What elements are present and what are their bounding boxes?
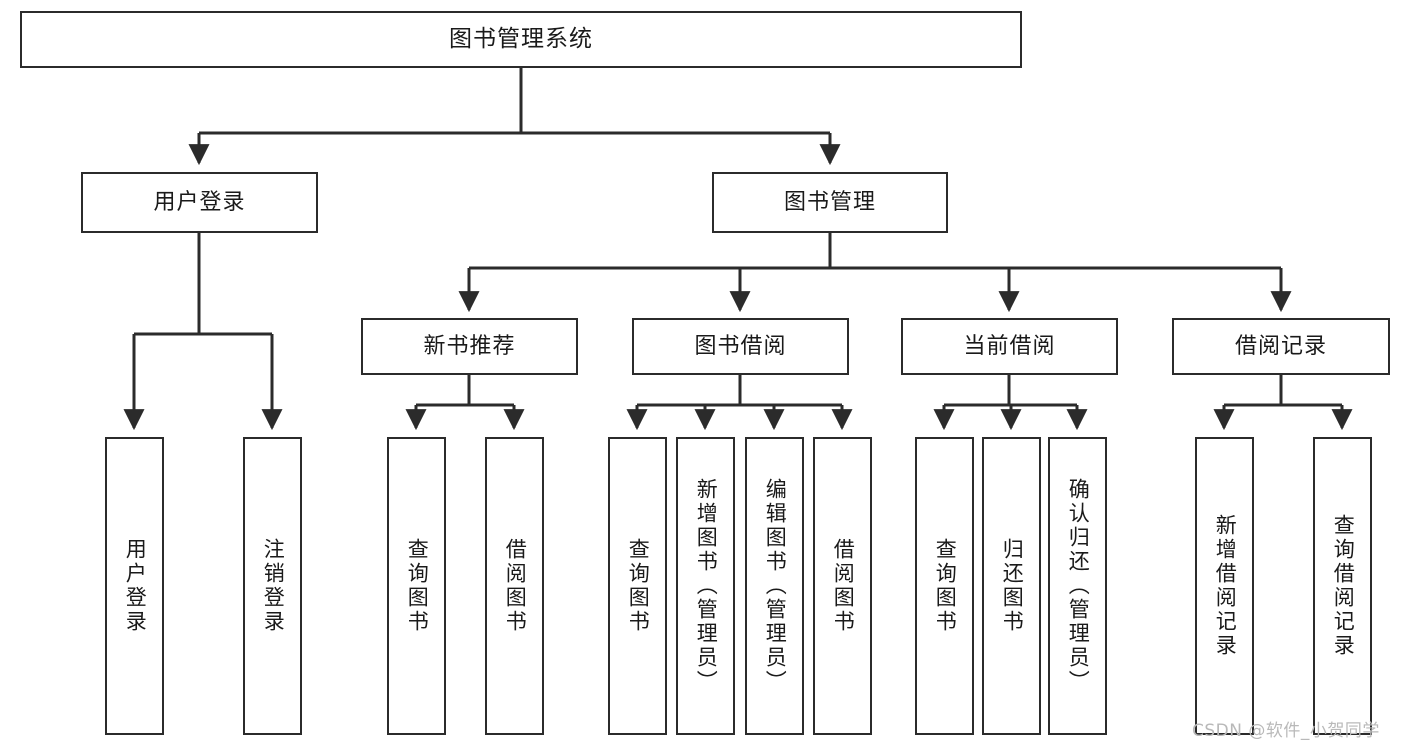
node-root[interactable]: 图书管理系统 xyxy=(20,11,1022,68)
node-leaf-borrow-book-2-label: 借阅图书 xyxy=(831,538,856,634)
node-book-borrow-label: 图书借阅 xyxy=(694,333,787,359)
node-root-label: 图书管理系统 xyxy=(449,26,593,53)
node-current-borrow[interactable]: 当前借阅 xyxy=(901,318,1118,375)
node-leaf-add-record-label: 新增借阅记录 xyxy=(1213,514,1238,658)
node-user-login[interactable]: 用户登录 xyxy=(81,172,318,233)
node-leaf-return-book[interactable]: 归还图书 xyxy=(982,437,1041,735)
node-book-management[interactable]: 图书管理 xyxy=(712,172,948,233)
node-leaf-query-book-3[interactable]: 查询图书 xyxy=(915,437,974,735)
node-leaf-query-book-2[interactable]: 查询图书 xyxy=(608,437,667,735)
node-leaf-query-book-1-label: 查询图书 xyxy=(405,538,430,634)
node-leaf-user-login-label: 用户登录 xyxy=(123,538,148,634)
node-leaf-query-book-1[interactable]: 查询图书 xyxy=(387,437,446,735)
node-leaf-confirm-return-admin-label: 确认归还（管理员） xyxy=(1066,478,1091,694)
node-leaf-add-book-admin-label: 新增图书（管理员） xyxy=(694,478,719,694)
node-leaf-borrow-book-1[interactable]: 借阅图书 xyxy=(485,437,544,735)
node-leaf-logout[interactable]: 注销登录 xyxy=(243,437,302,735)
node-user-login-label: 用户登录 xyxy=(153,189,246,215)
node-borrow-record[interactable]: 借阅记录 xyxy=(1172,318,1390,375)
node-leaf-borrow-book-1-label: 借阅图书 xyxy=(503,538,528,634)
node-leaf-confirm-return-admin[interactable]: 确认归还（管理员） xyxy=(1048,437,1107,735)
node-current-borrow-label: 当前借阅 xyxy=(963,333,1056,359)
node-leaf-query-record-label: 查询借阅记录 xyxy=(1331,514,1356,658)
node-leaf-borrow-book-2[interactable]: 借阅图书 xyxy=(813,437,872,735)
node-leaf-query-book-3-label: 查询图书 xyxy=(933,538,958,634)
node-leaf-edit-book-admin[interactable]: 编辑图书（管理员） xyxy=(745,437,804,735)
node-borrow-record-label: 借阅记录 xyxy=(1234,333,1327,359)
watermark-text: CSDN @软件_小贺同学 xyxy=(1192,721,1380,741)
node-leaf-logout-label: 注销登录 xyxy=(261,538,286,634)
node-leaf-add-book-admin[interactable]: 新增图书（管理员） xyxy=(676,437,735,735)
node-leaf-add-record[interactable]: 新增借阅记录 xyxy=(1195,437,1254,735)
node-leaf-user-login[interactable]: 用户登录 xyxy=(105,437,164,735)
node-leaf-edit-book-admin-label: 编辑图书（管理员） xyxy=(763,478,788,694)
node-leaf-query-record[interactable]: 查询借阅记录 xyxy=(1313,437,1372,735)
node-new-book-recommend[interactable]: 新书推荐 xyxy=(361,318,578,375)
node-leaf-return-book-label: 归还图书 xyxy=(1000,538,1025,634)
node-new-book-recommend-label: 新书推荐 xyxy=(423,333,516,359)
node-book-borrow[interactable]: 图书借阅 xyxy=(632,318,849,375)
node-leaf-query-book-2-label: 查询图书 xyxy=(626,538,651,634)
node-book-management-label: 图书管理 xyxy=(783,189,876,215)
